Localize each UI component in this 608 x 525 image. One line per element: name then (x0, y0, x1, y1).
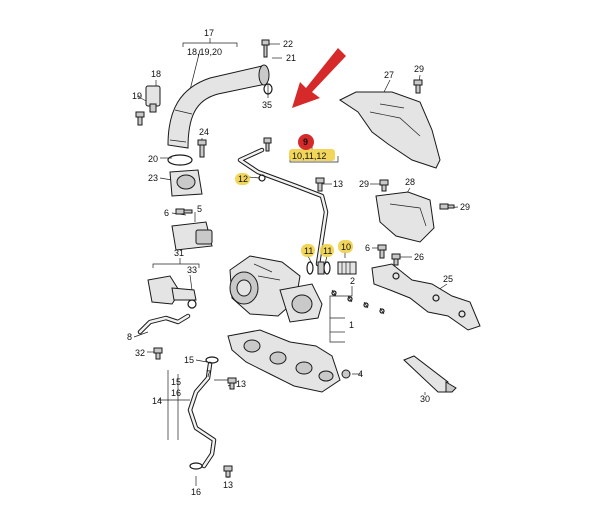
label-29c: 29 (460, 202, 470, 212)
oil-return-pipe (187, 356, 219, 470)
label-9: 9 (303, 137, 308, 147)
bolt-29b (379, 179, 389, 192)
studs-2 (331, 289, 385, 315)
label-15a: 15 (184, 355, 194, 365)
label-16b: 16 (191, 487, 201, 497)
red-pointer-arrow (292, 48, 346, 108)
bolt-29c (439, 203, 455, 210)
label-16a: 16 (171, 388, 181, 398)
oil-supply-pipe (237, 147, 329, 267)
diverter-valve (171, 221, 213, 251)
label-24: 24 (199, 127, 209, 137)
label-29b: 29 (359, 179, 369, 189)
label-15b: 15 (171, 377, 181, 387)
label-31: 31 (174, 248, 184, 258)
o-ring-20 (167, 154, 193, 166)
label-22: 22 (283, 39, 293, 49)
label-11a: 11 (304, 246, 313, 256)
label-33: 33 (187, 265, 197, 275)
wastegate-actuator (147, 275, 197, 309)
label-4: 4 (358, 369, 363, 379)
label-7: 7 (206, 369, 211, 379)
exhaust-manifold (227, 329, 341, 393)
oil-pipe-fittings (306, 261, 357, 275)
label-35: 35 (262, 100, 272, 110)
heat-shield-lower (375, 191, 435, 243)
bolt-19 (135, 111, 145, 126)
label-23: 23 (148, 173, 158, 183)
sealant-tube (403, 355, 457, 393)
label-20: 20 (148, 154, 158, 164)
label-10: 10 (341, 242, 351, 252)
turbocharger (229, 255, 323, 323)
bolt-29a (413, 79, 423, 94)
intake-pipe (167, 64, 270, 149)
label-26: 26 (414, 252, 424, 262)
label-13a: 13 (333, 179, 343, 189)
part-9-badge (298, 134, 314, 150)
label-28: 28 (405, 177, 415, 187)
label-5: 5 (197, 204, 202, 214)
bolt-13a (315, 177, 325, 192)
label-12: 12 (238, 174, 248, 184)
label-21: 21 (286, 53, 296, 63)
label-32: 32 (135, 348, 145, 358)
label-11b: 11 (323, 246, 332, 256)
bolt-24 (197, 139, 207, 158)
label-29a: 29 (414, 64, 424, 74)
pressure-sensor (145, 85, 161, 113)
seal-12 (258, 174, 266, 182)
connection-flange (169, 169, 203, 197)
label-2: 2 (350, 276, 355, 286)
label-6a: 6 (164, 208, 169, 218)
bolt-32 (153, 347, 163, 360)
vacuum-line-8 (137, 313, 191, 335)
bolt-13b (227, 377, 237, 390)
part-number-labels: 17 18,19,20 22 21 18 19 35 24 20 23 6 5 … (127, 28, 470, 497)
bolt-6b (377, 244, 387, 259)
label-18-19-20: 18,19,20 (187, 47, 222, 57)
manifold-gasket (371, 263, 481, 331)
label-10-11-12: 10,11,12 (292, 151, 326, 161)
bolt-26 (391, 253, 401, 266)
label-27: 27 (384, 70, 394, 80)
bolt-6a (175, 208, 193, 215)
label-13b: 13 (236, 379, 246, 389)
bolt-13c (223, 465, 233, 478)
label-17: 17 (204, 28, 214, 38)
label-1: 1 (349, 320, 354, 330)
label-8: 8 (127, 332, 132, 342)
seal-ring-35 (263, 83, 273, 95)
pipe-bolt (263, 137, 272, 152)
label-19: 19 (132, 91, 142, 101)
highlight-marks (235, 149, 353, 257)
label-30: 30 (420, 394, 430, 404)
label-25: 25 (443, 274, 453, 284)
label-13c: 13 (223, 480, 233, 490)
label-18: 18 (151, 69, 161, 79)
label-6b: 6 (365, 243, 370, 253)
label-14: 14 (152, 396, 162, 406)
heat-shield-upper (339, 91, 441, 169)
nut-4 (341, 369, 351, 379)
bolt-22 (261, 39, 270, 58)
